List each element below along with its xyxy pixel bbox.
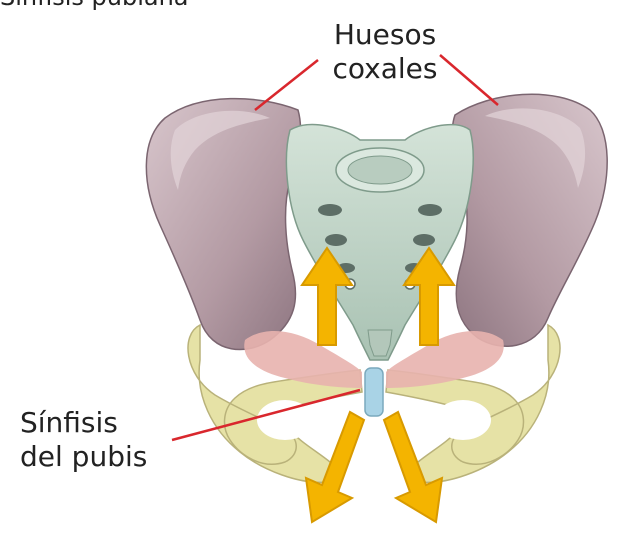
pubic-symphysis [365,368,383,416]
right-acetabulum [386,331,504,388]
hip-bones-label-line1: Huesos [320,18,450,52]
top-partial-caption: Sínfisis pubiana [0,0,189,12]
left-ilium [146,99,300,350]
hip-bones-label: Huesos coxales [320,18,450,86]
hip-bones-label-line2: coxales [320,52,450,86]
pubic-symphysis-label-line1: Sínfisis [20,406,147,440]
pubic-symphysis-label-line2: del pubis [20,440,147,474]
right-ilium [452,94,607,346]
pubic-symphysis-label: Sínfisis del pubis [20,406,147,474]
leader-line-left-ilium [255,60,318,110]
left-acetabulum [244,331,362,388]
